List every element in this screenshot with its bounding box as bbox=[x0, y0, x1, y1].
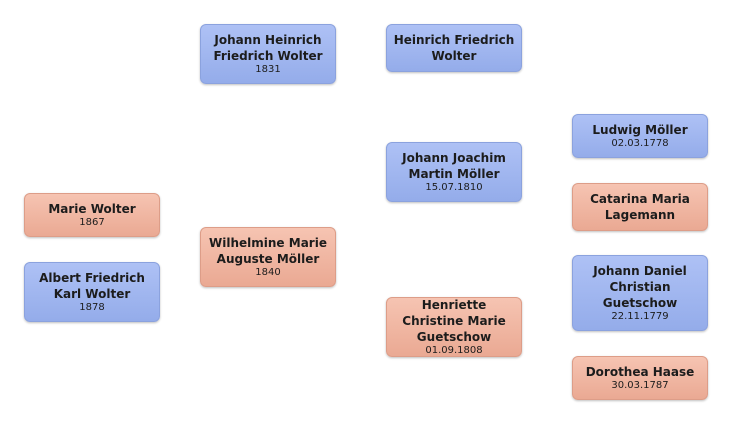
person-henriette-guetschow[interactable]: Henriette Christine Marie Guetschow 01.0… bbox=[386, 297, 522, 357]
person-name: Marie Wolter bbox=[48, 202, 136, 216]
person-date: 1831 bbox=[255, 64, 281, 75]
person-catarina-lagemann[interactable]: Catarina Maria Lagemann bbox=[572, 183, 708, 231]
person-wilhelmine-moeller[interactable]: Wilhelmine Marie Auguste Möller 1840 bbox=[200, 227, 336, 287]
person-date: 15.07.1810 bbox=[425, 182, 483, 193]
person-date: 22.11.1779 bbox=[611, 311, 669, 322]
person-name: Dorothea Haase bbox=[585, 365, 695, 379]
person-date: 02.03.1778 bbox=[611, 138, 669, 149]
person-name: Johann Heinrich Friedrich Wolter bbox=[213, 33, 323, 63]
person-name: Johann Joachim Martin Möller bbox=[402, 151, 506, 181]
person-name: Henriette Christine Marie Guetschow bbox=[402, 298, 506, 344]
person-dorothea-haase[interactable]: Dorothea Haase 30.03.1787 bbox=[572, 356, 708, 400]
person-date: 1867 bbox=[79, 217, 105, 228]
person-johann-heinrich-wolter[interactable]: Johann Heinrich Friedrich Wolter 1831 bbox=[200, 24, 336, 84]
person-ludwig-moeller[interactable]: Ludwig Möller 02.03.1778 bbox=[572, 114, 708, 158]
person-name: Wilhelmine Marie Auguste Möller bbox=[209, 236, 327, 266]
person-name: Albert Friedrich Karl Wolter bbox=[39, 271, 145, 301]
person-name: Johann Daniel Christian Guetschow bbox=[593, 264, 687, 310]
person-date: 1840 bbox=[255, 267, 281, 278]
person-date: 30.03.1787 bbox=[611, 380, 669, 391]
person-johann-guetschow[interactable]: Johann Daniel Christian Guetschow 22.11.… bbox=[572, 255, 708, 331]
person-date: 1878 bbox=[79, 302, 105, 313]
person-albert-wolter[interactable]: Albert Friedrich Karl Wolter 1878 bbox=[24, 262, 160, 322]
person-name: Heinrich Friedrich Wolter bbox=[393, 33, 515, 63]
person-name: Ludwig Möller bbox=[592, 123, 688, 137]
person-date: 01.09.1808 bbox=[425, 345, 483, 356]
person-heinrich-wolter[interactable]: Heinrich Friedrich Wolter bbox=[386, 24, 522, 72]
person-johann-joachim-moeller[interactable]: Johann Joachim Martin Möller 15.07.1810 bbox=[386, 142, 522, 202]
person-name: Catarina Maria Lagemann bbox=[590, 192, 690, 222]
person-marie-wolter[interactable]: Marie Wolter 1867 bbox=[24, 193, 160, 237]
